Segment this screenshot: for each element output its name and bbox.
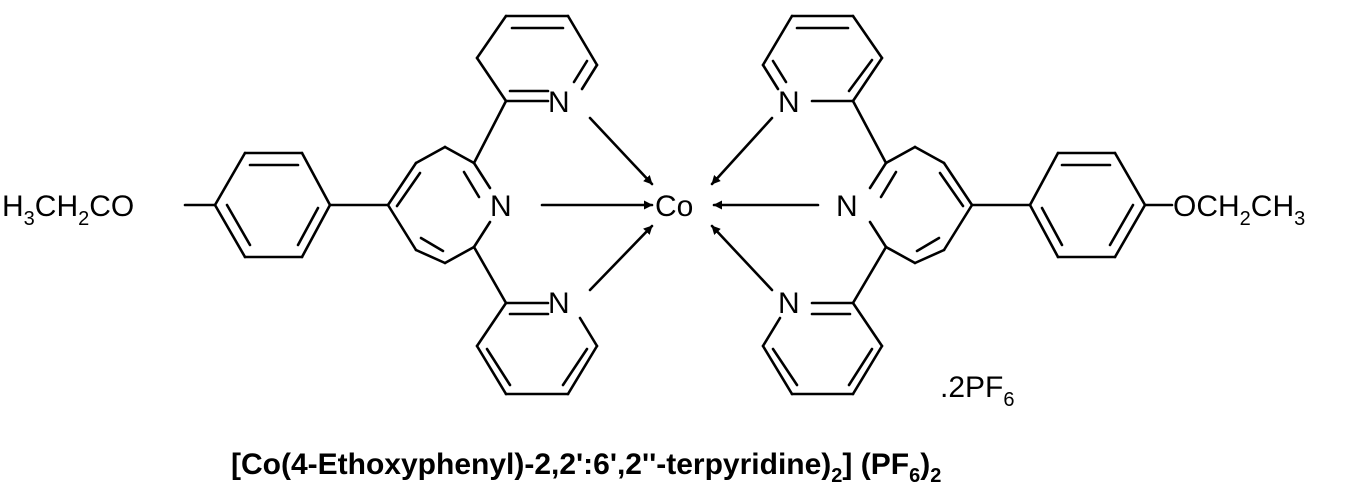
counterion-prefix: .2PF (940, 371, 1003, 404)
right-coordination-arrows (710, 116, 820, 292)
caption-main: [Co(4-Ethoxyphenyl)-2,2':6',2''-terpyrid… (231, 448, 831, 481)
counterion-label: .2PF6 (940, 371, 1014, 411)
caption-close: ) (920, 448, 930, 481)
right-central-pyridine-ring (851, 99, 974, 305)
svg-text:H3CH2CO: H3CH2CO (2, 190, 134, 230)
left-ethoxy-co: CO (89, 190, 134, 223)
right-ethoxy-sub-3: 3 (1294, 208, 1305, 230)
left-central-pyridine-ring (386, 99, 508, 305)
caption-sub-3: 2 (930, 465, 941, 487)
left-coordination-arrows (540, 116, 654, 292)
left-top-pyridine-ring (475, 14, 599, 103)
svg-text:OCH2CH3: OCH2CH3 (1173, 190, 1305, 230)
right-top-nitrogen-label: N (778, 86, 800, 119)
left-ethoxy-sub-2: 2 (78, 208, 89, 230)
left-bottom-nitrogen-label: N (548, 287, 570, 320)
right-ethoxy-group: OCH2CH3 (1173, 190, 1305, 230)
left-bottom-pyridine-ring (475, 301, 599, 396)
right-ethoxy-och: OCH (1173, 190, 1240, 223)
right-ethoxy-ch: CH (1251, 190, 1294, 223)
counterion-sub: 6 (1003, 389, 1014, 411)
caption-sub-1: 2 (831, 465, 842, 487)
left-top-nitrogen-label: N (548, 86, 570, 119)
left-ethoxy-group: H3CH2CO (2, 190, 134, 230)
left-ethoxy-sub-3: 3 (24, 208, 35, 230)
right-phenyl-ring (970, 151, 1174, 259)
right-ethoxy-sub-2: 2 (1240, 208, 1251, 230)
cobalt-metal-label: Co (655, 190, 693, 223)
compound-name-caption: [Co(4-Ethoxyphenyl)-2,2':6',2''-terpyrid… (231, 448, 941, 487)
left-terpyridine-ligand: N N (2, 14, 654, 396)
right-top-pyridine-ring (761, 14, 884, 103)
right-central-nitrogen-label: N (836, 190, 858, 223)
left-ethoxy-ch: CH (35, 190, 78, 223)
right-bottom-nitrogen-label: N (778, 287, 800, 320)
left-phenyl-ring (183, 151, 390, 259)
left-central-nitrogen-label: N (490, 190, 512, 223)
caption-mid: ] (PF (842, 448, 909, 481)
left-ethoxy-h: H (2, 190, 24, 223)
caption-sub-2: 6 (909, 465, 920, 487)
right-terpyridine-ligand: N N N (710, 14, 1305, 396)
right-bottom-pyridine-ring (761, 301, 884, 396)
